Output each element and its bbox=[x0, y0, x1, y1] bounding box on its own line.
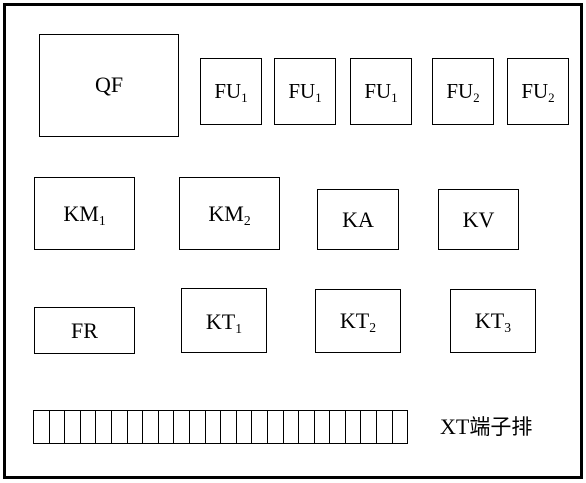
kt2-timer-box: KT2 bbox=[315, 289, 401, 353]
qf-label: QF bbox=[94, 72, 124, 97]
fu1-fuse-box-a: FU1 bbox=[200, 58, 262, 125]
km2-label: KM2 bbox=[208, 201, 251, 229]
fu2-b-label: FU2 bbox=[521, 79, 555, 106]
terminal-strip-text: 端子排 bbox=[469, 415, 533, 439]
fr-thermal-relay-box: FR bbox=[34, 307, 135, 354]
kt3-label: KT3 bbox=[474, 308, 512, 336]
terminal-cell bbox=[112, 411, 128, 443]
qf-breaker-box: QF bbox=[39, 34, 179, 137]
terminal-cell bbox=[268, 411, 284, 443]
kv-relay-box: KV bbox=[438, 189, 519, 250]
terminal-cell bbox=[377, 411, 393, 443]
fr-label: FR bbox=[71, 317, 98, 343]
xt-terminal-strip bbox=[33, 410, 409, 444]
terminal-cell bbox=[81, 411, 97, 443]
fu2-a-label: FU2 bbox=[446, 79, 480, 106]
terminal-cell bbox=[159, 411, 175, 443]
terminal-cell bbox=[34, 411, 50, 443]
terminal-cell bbox=[96, 411, 112, 443]
control-panel-outline bbox=[3, 3, 583, 479]
fu1-fuse-box-b: FU1 bbox=[274, 58, 336, 125]
kt3-timer-box: KT3 bbox=[450, 289, 536, 353]
fu2-fuse-box-b: FU2 bbox=[507, 58, 569, 125]
km1-label: KM1 bbox=[63, 200, 106, 228]
terminal-cell bbox=[65, 411, 81, 443]
terminal-cell bbox=[206, 411, 222, 443]
ka-relay-box: KA bbox=[317, 189, 399, 250]
terminal-cell bbox=[393, 411, 409, 443]
km1-contactor-box: KM1 bbox=[34, 177, 135, 250]
kt1-timer-box: KT1 bbox=[181, 288, 267, 353]
terminal-cell bbox=[252, 411, 268, 443]
kt2-label: KT2 bbox=[339, 308, 377, 336]
fu1-a-label: FU1 bbox=[214, 79, 248, 106]
terminal-strip-label: XT端子排 bbox=[440, 414, 532, 440]
terminal-cell bbox=[143, 411, 159, 443]
kv-label: KV bbox=[462, 206, 495, 232]
terminal-cell bbox=[237, 411, 253, 443]
ka-label: KA bbox=[342, 206, 374, 232]
terminal-cell bbox=[346, 411, 362, 443]
kt1-label: KT1 bbox=[205, 309, 243, 337]
fu1-b-label: FU1 bbox=[288, 79, 322, 106]
fu1-c-label: FU1 bbox=[364, 79, 398, 106]
terminal-cell bbox=[361, 411, 378, 443]
terminal-cell bbox=[190, 411, 206, 443]
terminal-cell bbox=[284, 411, 300, 443]
fu1-fuse-box-c: FU1 bbox=[350, 58, 412, 125]
terminal-cell bbox=[221, 411, 237, 443]
terminal-strip-code: XT bbox=[440, 414, 470, 439]
terminal-cell bbox=[50, 411, 66, 443]
terminal-cell bbox=[330, 411, 346, 443]
km2-contactor-box: KM2 bbox=[179, 177, 280, 250]
terminal-cell bbox=[315, 411, 331, 443]
terminal-cell bbox=[128, 411, 144, 443]
terminal-cell bbox=[174, 411, 190, 443]
fu2-fuse-box-a: FU2 bbox=[432, 58, 494, 125]
terminal-cell bbox=[299, 411, 315, 443]
